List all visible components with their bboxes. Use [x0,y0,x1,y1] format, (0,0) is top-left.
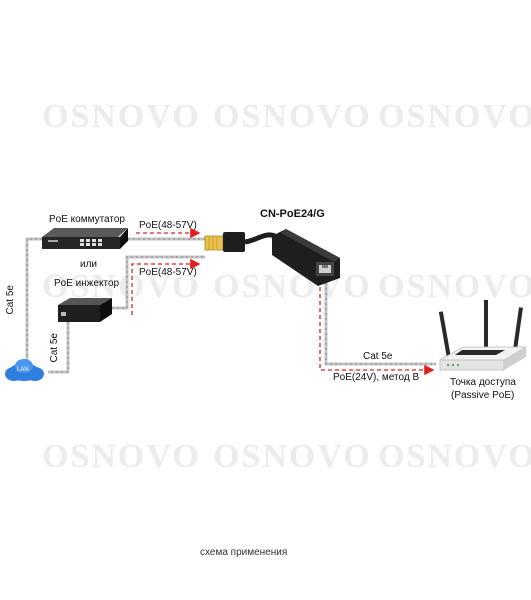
device-title: CN-PoE24/G [260,208,325,220]
cable-switch-to-lan [25,237,42,366]
cat5e-output-label: Cat 5e [363,351,393,362]
poe-line-injector [131,258,201,315]
or-label: или [80,259,98,270]
diagram-caption: схема применения [200,547,288,558]
watermark: OSNOVO [213,268,372,305]
poe-input-bottom-label: PoE(48-57V) [139,267,197,278]
watermark: OSNOVO [378,438,531,475]
poe-input-top-label: PoE(48-57V) [139,220,197,231]
cable-injector-to-lan [48,322,70,374]
watermark: OSNOVO [42,98,201,135]
access-point-icon [438,300,528,371]
watermark: OSNOVO [42,438,201,475]
poe-output-label: PoE(24V), метод B [333,372,420,383]
poe-switch-label: PoE коммутатор [49,214,125,225]
watermark: OSNOVO [213,438,372,475]
lan-label: LAN [17,367,29,373]
watermark: OSNOVO [42,268,201,305]
lan-cloud-icon [5,359,44,381]
watermark: OSNOVO [213,98,372,135]
access-point-label: Точка доступа [450,377,516,388]
cable-injector-out [112,255,205,310]
access-point-sublabel: (Passive PoE) [451,390,515,401]
watermark: OSNOVO [378,268,531,305]
watermark: OSNOVO [378,98,531,135]
cn-poe24g-device-icon [272,229,340,286]
poe-injector-label: PoE инжектор [54,278,120,289]
poe-injector-icon [58,298,112,322]
poe-line-output [319,280,435,376]
cat5e-left-label: Cat 5e [4,285,16,315]
adapter-cable [244,232,276,245]
rj45-plug-icon [204,232,245,252]
cat5e-lan-label: Cat 5e [48,333,60,363]
cable-output [324,278,436,366]
poe-switch-icon [42,228,128,249]
